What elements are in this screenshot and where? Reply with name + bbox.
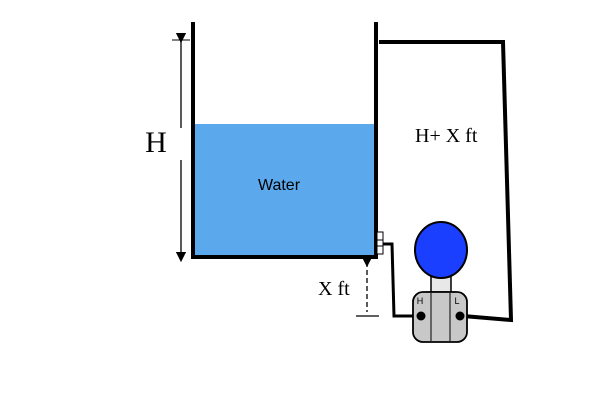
height-label: H bbox=[145, 126, 167, 159]
offset-top-label: H+ X ft bbox=[415, 125, 478, 147]
offset-bottom-label: X ft bbox=[318, 278, 350, 300]
impulse-line-top bbox=[379, 40, 514, 323]
tank-walls bbox=[191, 22, 378, 259]
high-port-dot bbox=[416, 311, 426, 321]
low-port-label: L bbox=[454, 296, 459, 306]
water-label: Water bbox=[258, 177, 301, 194]
bottom-tap-fitting bbox=[376, 231, 384, 255]
transmitter-dome bbox=[414, 221, 468, 279]
high-port-label: H bbox=[417, 296, 424, 306]
pressure-transmitter: H L bbox=[412, 221, 468, 343]
impulse-line-bottom bbox=[383, 242, 420, 318]
transmitter-body bbox=[412, 291, 468, 343]
low-port-dot bbox=[455, 311, 465, 321]
water-fill bbox=[194, 124, 376, 258]
